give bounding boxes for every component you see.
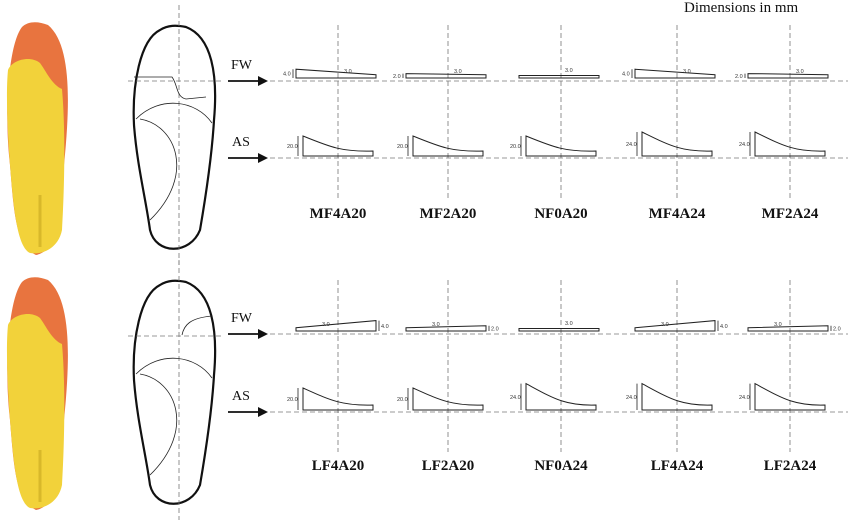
fw-wedge-profile	[405, 325, 487, 332]
as-dim-label: 24.0	[510, 395, 521, 401]
fw-dim-label: 3.0	[344, 69, 352, 75]
as-profile	[525, 382, 597, 411]
design-code: MF2A20	[420, 206, 477, 222]
fw-wedge-profile	[518, 75, 600, 79]
design-code: LF4A24	[651, 458, 704, 474]
fw-wedge-profile	[634, 320, 716, 332]
metatarsal-line	[135, 357, 213, 379]
design-code: LF2A24	[764, 458, 817, 474]
fw-dim-label: 3.0	[565, 321, 573, 327]
design-code: MF4A20	[310, 206, 367, 222]
as-profile	[754, 131, 826, 157]
wedge-boundary	[134, 76, 207, 100]
as-dim-label: 24.0	[739, 395, 750, 401]
fw-dim-label: 4.0	[622, 72, 630, 78]
fw-dim-label: 3.0	[454, 69, 462, 75]
insole-outline	[132, 24, 217, 250]
as-profile	[412, 135, 484, 157]
fw-wedge-profile	[747, 73, 829, 79]
arch-support-line	[139, 118, 178, 221]
insole-mesh	[6, 59, 65, 254]
fw-dim-label: 3.0	[796, 69, 804, 75]
insole-photo	[6, 277, 68, 510]
insole-outline-drawing	[128, 260, 224, 520]
as-profile	[525, 135, 597, 157]
design-code: NF0A20	[534, 206, 587, 222]
fw-wedge-profile	[295, 68, 377, 79]
as-dim-label: 24.0	[626, 142, 637, 148]
as-dim-label: 20.0	[510, 144, 521, 150]
fw-wedge-profile	[295, 320, 377, 332]
fw-wedge-profile	[405, 73, 487, 79]
view-label-as: AS	[232, 135, 250, 150]
fw-wedge-profile	[634, 68, 716, 79]
metatarsal-line	[135, 102, 213, 124]
fw-dim-label: 2.0	[393, 74, 401, 80]
insole-photo	[6, 22, 68, 255]
fw-dim-label: 3.0	[322, 322, 330, 328]
insole-outline	[132, 279, 217, 505]
fw-dim-label: 2.0	[491, 326, 499, 332]
fw-dim-label: 2.0	[833, 326, 841, 332]
view-label-fw: FW	[231, 58, 253, 73]
design-code: LF4A20	[312, 458, 365, 474]
fw-dim-label: 3.0	[661, 322, 669, 328]
insole-mesh	[6, 314, 65, 509]
design-code: LF2A20	[422, 458, 475, 474]
design-code: MF4A24	[649, 206, 706, 222]
arrow-as-head	[258, 153, 268, 163]
design-code: MF2A24	[762, 206, 819, 222]
arrow-as-head	[258, 407, 268, 417]
as-dim-label: 24.0	[739, 142, 750, 148]
fw-wedge-profile	[747, 325, 829, 332]
as-profile	[641, 382, 713, 411]
view-label-fw: FW	[231, 311, 253, 326]
as-dim-label: 20.0	[287, 144, 298, 150]
fw-dim-label: 4.0	[283, 72, 291, 78]
fw-dim-label: 3.0	[683, 69, 691, 75]
as-profile	[412, 387, 484, 411]
arrow-fw-head	[258, 76, 268, 86]
wedge-boundary	[181, 315, 213, 336]
fw-wedge-profile	[518, 328, 600, 332]
insole-outline-drawing	[128, 5, 224, 265]
view-label-as: AS	[232, 389, 250, 404]
fw-dim-label: 3.0	[774, 322, 782, 328]
fw-dim-label: 4.0	[720, 324, 728, 330]
as-dim-label: 20.0	[397, 144, 408, 150]
arch-support-line	[139, 373, 178, 476]
as-dim-label: 20.0	[287, 397, 298, 403]
as-profile	[641, 131, 713, 157]
fw-dim-label: 2.0	[735, 74, 743, 80]
design-code: NF0A24	[534, 458, 588, 474]
as-dim-label: 20.0	[397, 397, 408, 403]
as-profile	[302, 387, 374, 411]
as-profile	[754, 382, 826, 411]
as-profile	[302, 135, 374, 157]
fw-dim-label: 4.0	[381, 324, 389, 330]
fw-dim-label: 3.0	[432, 322, 440, 328]
units-note: Dimensions in mm	[684, 0, 799, 16]
fw-dim-label: 3.0	[565, 68, 573, 74]
as-dim-label: 24.0	[626, 395, 637, 401]
arrow-fw-head	[258, 329, 268, 339]
